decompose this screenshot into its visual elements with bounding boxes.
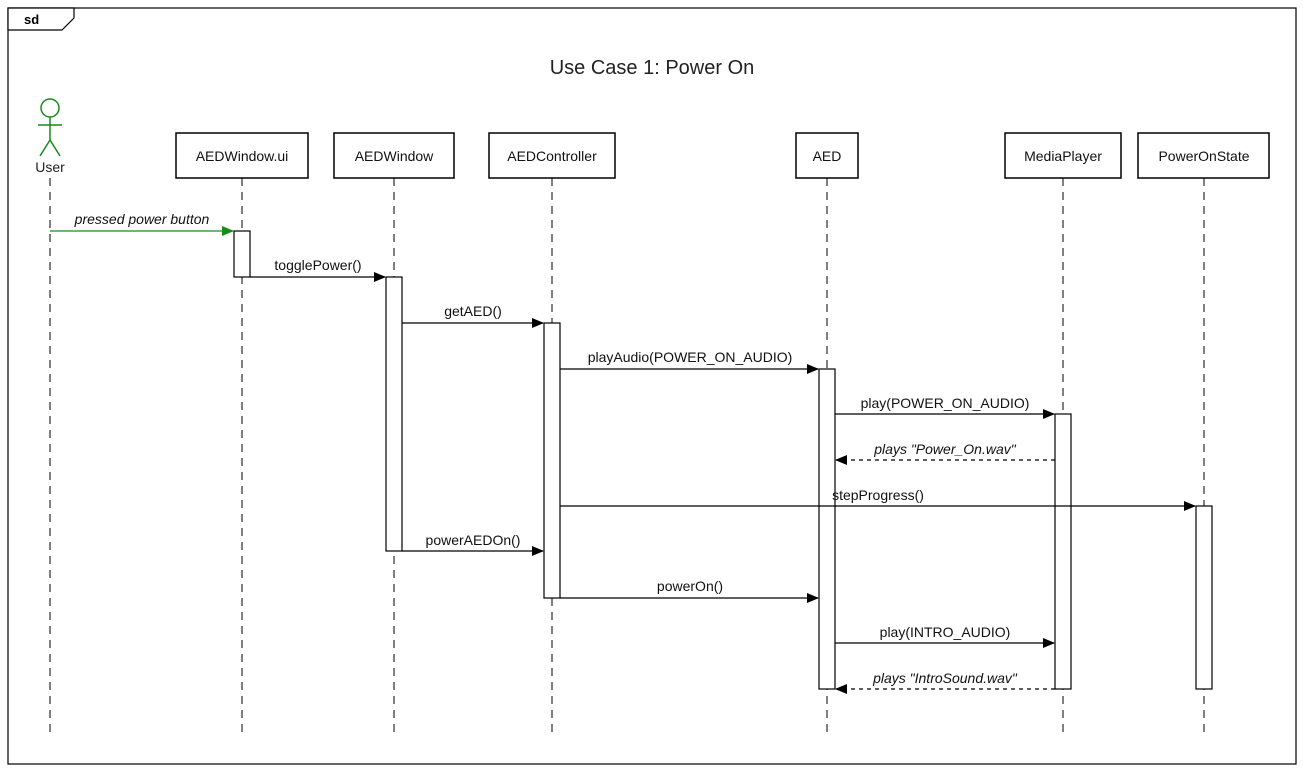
activation-aed: [818, 368, 836, 690]
participant-aedwindow-ui-box: [175, 132, 309, 179]
message-label-togglepower: togglePower(): [274, 257, 361, 273]
activation-aedcontroller: [543, 322, 561, 599]
participant-aed-box: [795, 132, 859, 179]
participant-mediaplayer-label: MediaPlayer: [1024, 148, 1102, 164]
activation-aedwindow: [385, 276, 403, 552]
message-label-poweron: powerOn(): [657, 578, 723, 594]
participant-aedwindow-label: AEDWindow: [355, 148, 434, 164]
participant-poweronstate-box: [1137, 132, 1270, 179]
message-label-plays-power-on-wav: plays "Power_On.wav": [873, 441, 1016, 457]
participant-mediaplayer-box: [1004, 132, 1122, 179]
message-label-play-intro: play(INTRO_AUDIO): [880, 624, 1011, 640]
participant-aedwindow-box: [333, 132, 455, 179]
frame-tag-shape: [7, 7, 75, 31]
diagram-frame: [7, 7, 1297, 765]
actor-user-label: User: [35, 159, 65, 175]
frame-tag-label: sd: [24, 12, 39, 27]
message-label-playaudio: playAudio(POWER_ON_AUDIO): [588, 349, 793, 365]
participant-poweronstate-label: PowerOnState: [1158, 148, 1249, 164]
actor-user: [38, 98, 62, 157]
participant-aedcontroller-box: [488, 132, 616, 179]
participant-aed-label: AED: [813, 148, 842, 164]
stick-figure-icon: [38, 98, 62, 157]
activation-poweronstate: [1195, 505, 1213, 690]
message-label-poweraedon: powerAEDOn(): [426, 532, 521, 548]
message-label-pressed-power-button: pressed power button: [74, 211, 210, 227]
message-label-plays-introsound-wav: plays "IntroSound.wav": [872, 670, 1018, 686]
activation-aedwindow-ui: [233, 230, 251, 278]
message-label-play-power-on: play(POWER_ON_AUDIO): [861, 395, 1030, 411]
activation-mediaplayer: [1054, 413, 1072, 690]
participant-aedwindow-ui-label: AEDWindow.ui: [196, 148, 289, 164]
participant-aedcontroller-label: AEDController: [507, 148, 597, 164]
message-label-stepprogress: stepProgress(): [832, 487, 924, 503]
message-label-getaed: getAED(): [444, 303, 502, 319]
diagram-title: Use Case 1: Power On: [550, 57, 755, 79]
